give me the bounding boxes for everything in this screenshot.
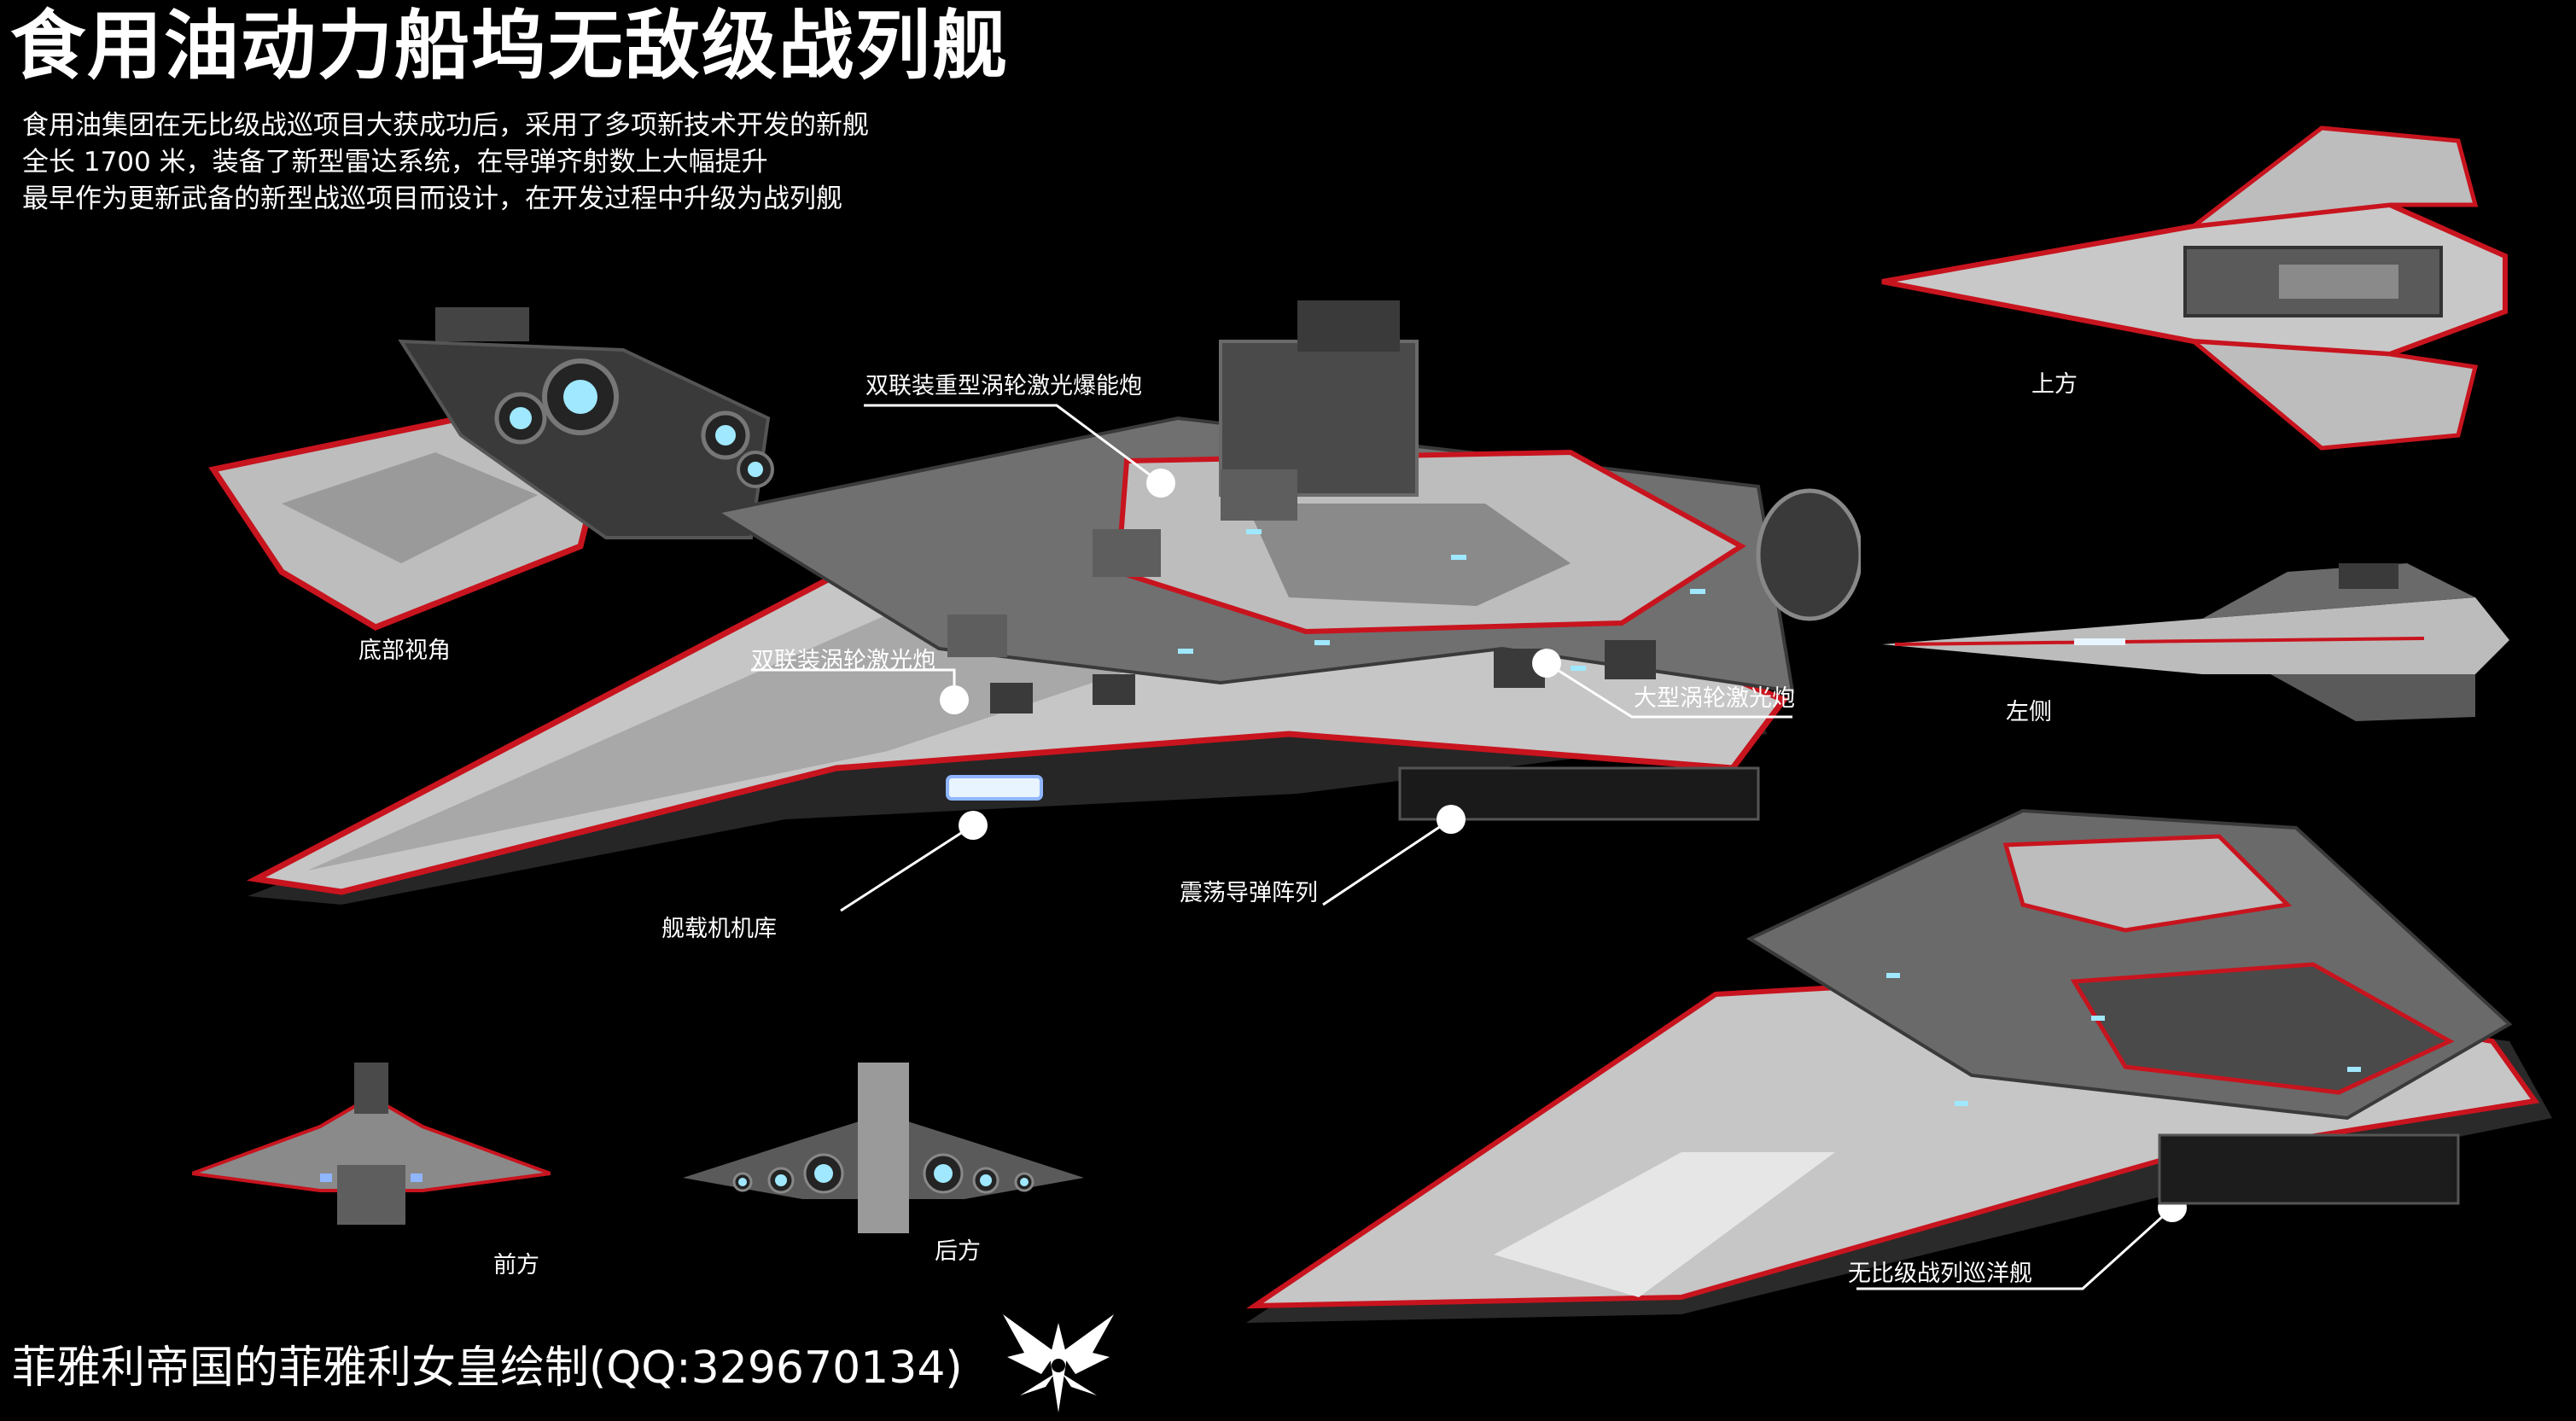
callout-heavy-turret: 双联装重型涡轮激光爆能炮 <box>865 373 1142 399</box>
callout-missile-array: 震荡导弹阵列 <box>1180 880 1318 906</box>
comparison-ship-label: 无比级战列巡洋舰 <box>1848 1261 2032 1287</box>
description-line-1: 食用油集团在无比级战巡项目大获成功后，采用了多项新技术开发的新舰 <box>22 110 869 141</box>
main-ship-render <box>246 300 1861 905</box>
comparison-ship-render <box>1245 808 2552 1323</box>
top-view-render <box>1881 125 2508 451</box>
rear-view-label: 后方 <box>935 1238 981 1265</box>
callout-large-turret: 大型涡轮激光炮 <box>1634 685 1795 712</box>
callout-marker-missile-array <box>1437 805 1466 834</box>
left-view-label: 左侧 <box>2006 699 2052 725</box>
front-view-label: 前方 <box>493 1252 539 1278</box>
callout-marker-large-turret <box>1532 649 1561 678</box>
rear-view-render <box>683 1063 1084 1233</box>
author-emblem-logo <box>1003 1314 1114 1412</box>
description: 食用油集团在无比级战巡项目大获成功后，采用了多项新技术开发的新舰 全长 1700… <box>22 108 869 218</box>
callout-hangar: 舰载机机库 <box>661 916 777 942</box>
callout-marker-hangar <box>959 811 988 840</box>
author-credit: 菲雅利帝国的菲雅利女皇绘制(QQ:329670134) <box>12 1342 963 1394</box>
description-line-3: 最早作为更新武备的新型战巡项目而设计，在开发过程中升级为战列舰 <box>22 183 842 214</box>
callout-marker-twin-turret <box>940 685 969 714</box>
bottom-view-render <box>208 307 774 631</box>
front-view-render <box>192 1063 551 1225</box>
description-line-2: 全长 1700 米，装备了新型雷达系统，在导弹齐射数上大幅提升 <box>22 147 768 178</box>
callout-marker-heavy-turret <box>1146 469 1175 498</box>
page-title: 食用油动力船坞无敌级战列舰 <box>10 2 1010 90</box>
top-view-label: 上方 <box>2031 371 2078 398</box>
bottom-view-label: 底部视角 <box>358 638 451 664</box>
callout-twin-turret: 双联装涡轮激光炮 <box>751 648 935 674</box>
left-view-render <box>1882 563 2509 721</box>
